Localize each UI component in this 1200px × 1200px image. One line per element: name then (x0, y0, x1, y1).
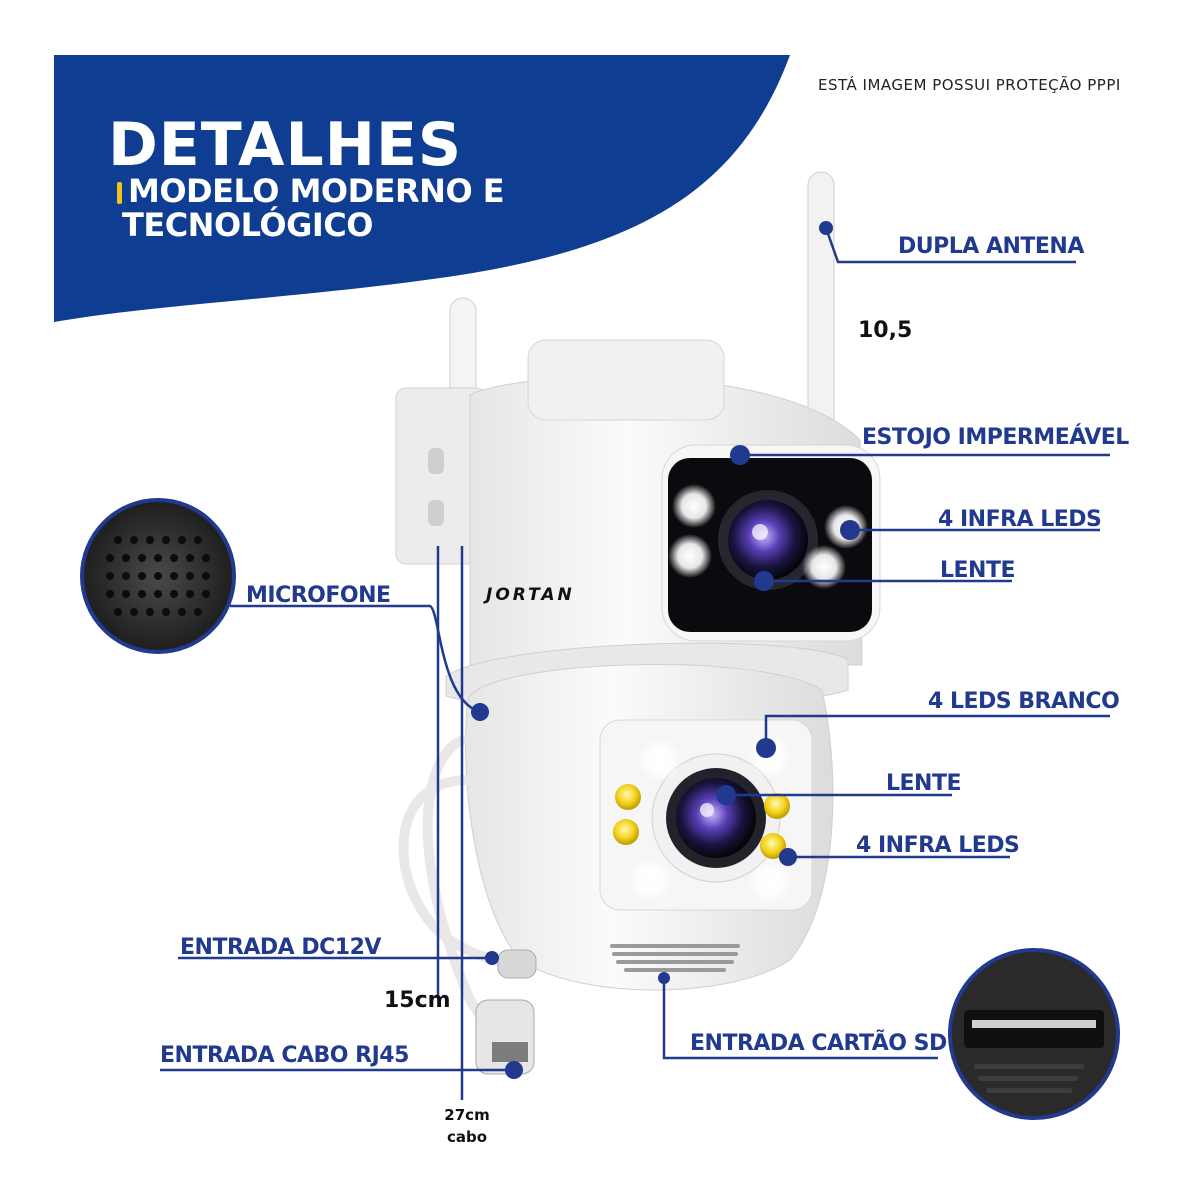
callout-lines (160, 227, 1110, 1072)
rj45-connector (475, 999, 535, 1075)
label-microphone: MICROFONE (246, 583, 391, 608)
lower-dome (465, 664, 834, 991)
cable-length-value: 27cm (444, 1106, 490, 1124)
antenna-height: 10,5 (858, 318, 913, 343)
header-banner (54, 55, 790, 322)
label-infra-leds-top: 4 INFRA LEDS (938, 507, 1102, 532)
dc-connector (497, 949, 537, 979)
cable-length: 27cm cabo (436, 1104, 498, 1148)
subtitle-line-2: TECNOLÓGICO (122, 206, 373, 244)
label-lens-bottom: LENTE (886, 771, 962, 796)
page-title: DETALHES (108, 110, 463, 180)
label-waterproof-case: ESTOJO IMPERMEÁVEL (862, 425, 1129, 450)
label-rj45-input: ENTRADA CABO RJ45 (160, 1043, 409, 1068)
sd-vent (610, 944, 740, 972)
subtitle-line-1: MODELO MODERNO E (128, 172, 505, 210)
label-white-leds: 4 LEDS BRANCO (928, 689, 1120, 714)
upper-camera-face (661, 444, 881, 642)
brand-logo: JORTAN (486, 585, 575, 605)
label-lens-top: LENTE (940, 558, 1016, 583)
cable-length-word: cabo (446, 1128, 488, 1146)
microphone-inset (80, 498, 236, 654)
measurement-lines (436, 546, 464, 1100)
label-dc12v-input: ENTRADA DC12V (180, 935, 381, 960)
callout-dots (471, 221, 860, 1079)
camera-height: 15cm (384, 988, 451, 1013)
subtitle-accent (117, 182, 122, 204)
protection-notice: ESTÁ IMAGEM POSSUI PROTEÇÃO PPPI (818, 76, 1121, 94)
label-infra-leds-bottom: 4 INFRA LEDS (856, 833, 1020, 858)
label-dual-antenna: DUPLA ANTENA (898, 234, 1084, 259)
label-sd-card-input: ENTRADA CARTÃO SD (690, 1031, 947, 1056)
sd-card-inset (948, 948, 1120, 1120)
